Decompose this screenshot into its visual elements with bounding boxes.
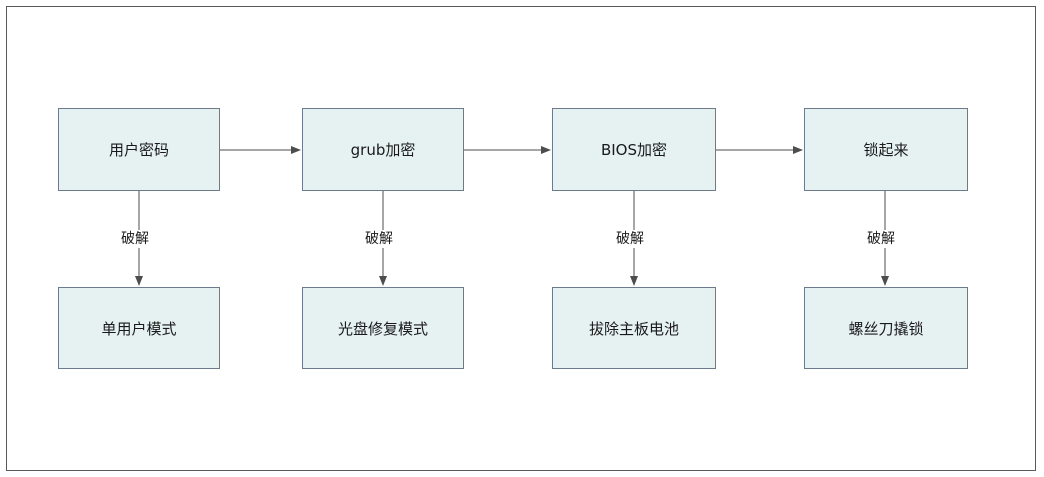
node-screwdriver-pry: 螺丝刀撬锁 bbox=[804, 287, 968, 369]
diagram-frame bbox=[6, 6, 1036, 471]
node-remove-battery: 拔除主板电池 bbox=[552, 287, 716, 369]
node-single-user-mode: 单用户模式 bbox=[58, 287, 220, 369]
node-bios-encrypt: BIOS加密 bbox=[552, 108, 716, 191]
node-user-password: 用户密码 bbox=[58, 108, 220, 191]
edge-label-crack-2: 破解 bbox=[363, 230, 395, 248]
edge-label-crack-4: 破解 bbox=[865, 230, 897, 248]
node-lock-up: 锁起来 bbox=[804, 108, 968, 191]
edge-label-crack-3: 破解 bbox=[614, 230, 646, 248]
edge-label-crack-1: 破解 bbox=[119, 230, 151, 248]
node-grub-encrypt: grub加密 bbox=[302, 108, 464, 191]
node-cd-repair-mode: 光盘修复模式 bbox=[302, 287, 464, 369]
